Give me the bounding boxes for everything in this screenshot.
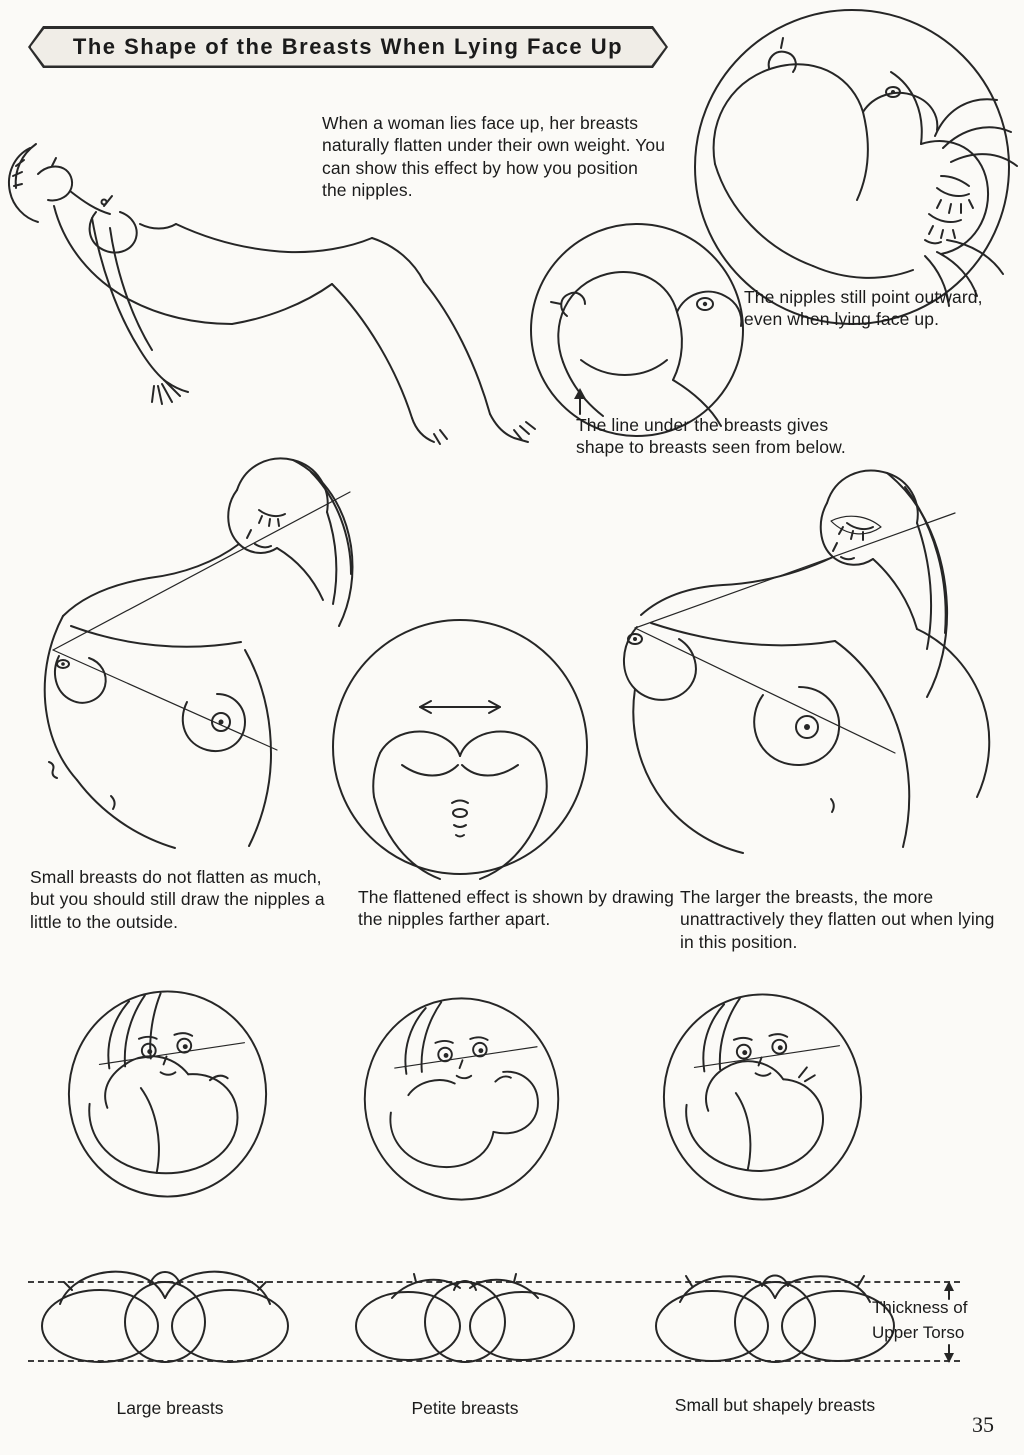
title-banner: The Shape of the Breasts When Lying Face… [28, 26, 668, 68]
up-arrow-icon [574, 388, 586, 415]
oval-closeup-shapely-breasts-drawing [662, 993, 863, 1201]
note-intro: When a woman lies face up, her breasts n… [322, 113, 666, 201]
page-number: 35 [972, 1412, 994, 1437]
note-flattened-effect: The flattened effect is shown by drawing… [358, 887, 674, 930]
torso-cross-section-petite-drawing [355, 1273, 575, 1363]
breast-underside-drawing [530, 223, 744, 437]
thickness-label: Thickness of Upper Torso [872, 1298, 968, 1342]
page-title: The Shape of the Breasts When Lying Face… [72, 34, 624, 59]
torso-thickness-guide-top [28, 1281, 960, 1283]
oval-closeup-petite-breasts-drawing [363, 997, 560, 1201]
thickness-arrow-icon [944, 1281, 954, 1363]
small-breasts-figure-drawing [43, 457, 354, 849]
note-nipples-outward: The nipples still point outward, even wh… [744, 287, 983, 330]
torso-cross-section-large-drawing [41, 1270, 289, 1363]
title-banner-inner: The Shape of the Breasts When Lying Face… [31, 29, 666, 66]
torso-thickness-guide-bottom [28, 1360, 960, 1362]
caption-petite-breasts: Petite breasts [411, 1398, 519, 1418]
note-large-breasts: The larger the breasts, the more unattra… [680, 887, 995, 952]
note-small-breasts: Small breasts do not flatten as much, bu… [30, 867, 325, 932]
caption-shapely-breasts: Small but shapely breasts [674, 1395, 876, 1415]
torso-cross-section-shapely-drawing [655, 1274, 895, 1363]
face-up-closeup-drawing [694, 9, 1018, 325]
reclining-figure-drawing [8, 143, 536, 445]
large-breasts-figure-drawing [622, 469, 991, 854]
caption-large-breasts: Large breasts [116, 1398, 224, 1418]
note-underline-shape: The line under the breasts gives shape t… [576, 415, 846, 458]
oval-closeup-large-breasts-drawing [67, 990, 268, 1198]
flattened-view-drawing [332, 619, 588, 880]
